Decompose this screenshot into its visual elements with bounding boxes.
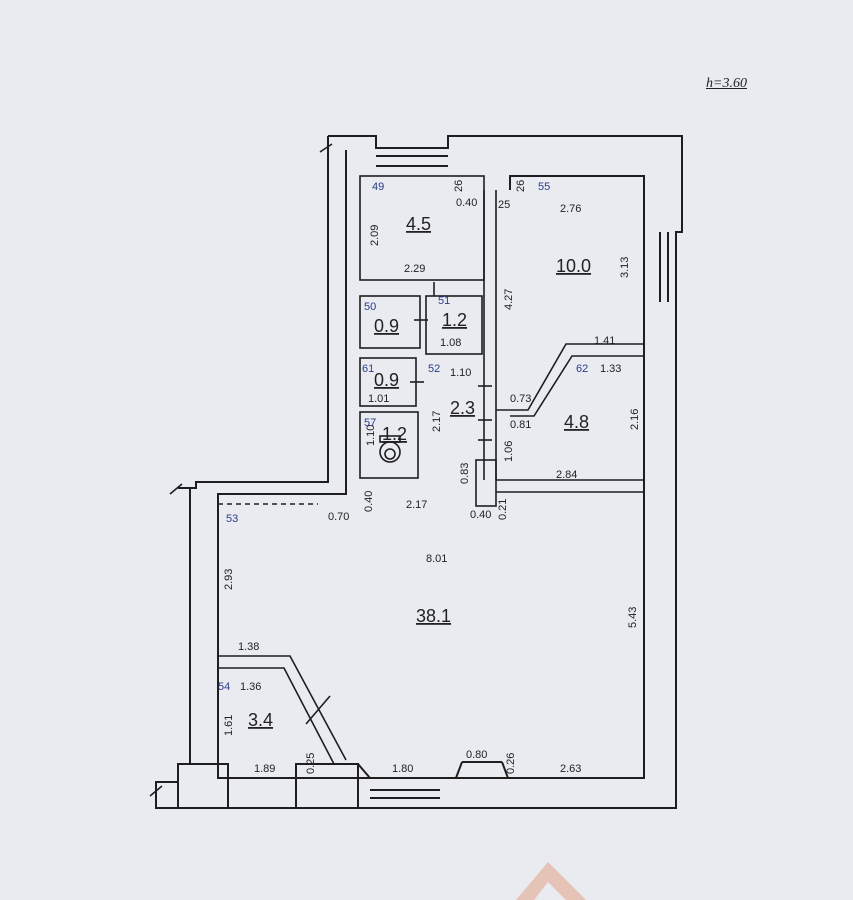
bottom-pillar-left	[177, 763, 229, 809]
room-number: 52	[428, 363, 440, 375]
dimension-label: 2.93	[223, 569, 235, 590]
logo-mark-inner	[534, 882, 566, 900]
bottom-pillar-mid	[295, 763, 359, 809]
dimension-label: 1.10	[365, 425, 377, 446]
dimension-label: 2.17	[406, 499, 427, 511]
break-mark-top	[319, 143, 333, 153]
break-mark-bottom	[149, 785, 163, 797]
dimension-label: 3.13	[619, 257, 631, 278]
dimension-label: 2.84	[556, 469, 577, 481]
room-54-walls-2	[218, 667, 335, 765]
room-number: 57	[364, 417, 376, 429]
bottom-step-1	[357, 763, 371, 779]
room-number: 61	[362, 363, 374, 375]
dimension-label: 5.43	[627, 607, 639, 628]
dimension-label: 1.80	[392, 763, 413, 775]
toilet-bowl-icon	[384, 448, 396, 460]
room-number: 49	[372, 181, 384, 193]
bottom-step-4	[501, 761, 509, 779]
room-62-walls-inner	[510, 355, 644, 417]
room-number: 62	[576, 363, 588, 375]
room-57-walls	[359, 411, 419, 479]
bottom-step-2	[455, 761, 463, 779]
dimension-label: 8.01	[426, 553, 447, 565]
outer-walls	[155, 135, 683, 809]
room-54-walls	[218, 655, 347, 761]
room-area: 1.2	[442, 310, 467, 330]
break-mark-left	[169, 483, 183, 495]
dimension-label: 2.63	[560, 763, 581, 775]
room-area: 1.2	[382, 424, 407, 444]
room-area: 10.0	[556, 256, 591, 276]
inner-wall-outline	[217, 150, 645, 779]
room-number: 55	[538, 181, 550, 193]
dimension-label: 2.17	[431, 411, 443, 432]
dimension-label: 1.38	[238, 641, 259, 653]
dimension-label: 0.26	[505, 753, 517, 774]
room-number: 54	[218, 681, 230, 693]
room-number: 50	[364, 301, 376, 313]
room-area: 2.3	[450, 398, 475, 418]
dimension-label: 1.33	[600, 363, 621, 375]
room-50-walls	[359, 295, 421, 349]
dimension-label: 1.08	[440, 337, 461, 349]
dimension-label: 0.21	[497, 499, 509, 520]
logo-mark	[516, 862, 586, 900]
dimension-label: 0.40	[456, 197, 477, 209]
dimension-label: 0.73	[510, 393, 531, 405]
room-area: 4.5	[406, 214, 431, 234]
dimension-label: 25	[498, 199, 510, 211]
dimension-label: 1.01	[368, 393, 389, 405]
dimension-label: 26	[515, 180, 527, 192]
dimension-label: 0.81	[510, 419, 531, 431]
partitions	[149, 143, 644, 797]
corridor-post	[475, 459, 497, 507]
room-area: 0.9	[374, 370, 399, 390]
dimension-label: 4.27	[503, 289, 515, 310]
door-54	[305, 695, 331, 725]
ceiling-height-label: h=3.60	[706, 76, 747, 91]
dimension-label: 2.76	[560, 203, 581, 215]
dimension-label: 0.25	[305, 753, 317, 774]
toilet-tank-icon	[379, 435, 401, 443]
dimension-label: 1.61	[223, 715, 235, 736]
dimension-label: 0.80	[466, 749, 487, 761]
dimension-label: 0.40	[363, 491, 375, 512]
dimension-label: 1.06	[503, 441, 515, 462]
dimension-label: 2.09	[369, 225, 381, 246]
watermark-logo	[516, 862, 586, 900]
room-labels: 49 4.5 55 10.0 50 0.9 51 1.2 61 0.9 52 2…	[218, 181, 591, 730]
room-number: 53	[226, 513, 238, 525]
dimension-label: 1.10	[450, 367, 471, 379]
dimension-label: 0.70	[328, 511, 349, 523]
dimension-label: 2.16	[629, 409, 641, 430]
dimension-label: 0.83	[459, 463, 471, 484]
room-area: 4.8	[564, 412, 589, 432]
dimension-label: 1.89	[254, 763, 275, 775]
room-area: 0.9	[374, 316, 399, 336]
dimension-label: 0.40	[470, 509, 491, 521]
outer-wall-outline	[155, 135, 683, 809]
room-51-walls	[425, 295, 483, 355]
dimension-labels: 2.09 2.29 0.40 25 26 2.76 3.13 4.27 1.08…	[223, 180, 641, 775]
dimension-label: 1.41	[594, 335, 615, 347]
room-area: 3.4	[248, 710, 273, 730]
dimension-label: 1.36	[240, 681, 261, 693]
dimension-label: 26	[453, 180, 465, 192]
room-62-walls	[496, 343, 644, 411]
dimension-label: 2.29	[404, 263, 425, 275]
room-area: 38.1	[416, 606, 451, 626]
room-number: 51	[438, 295, 450, 307]
